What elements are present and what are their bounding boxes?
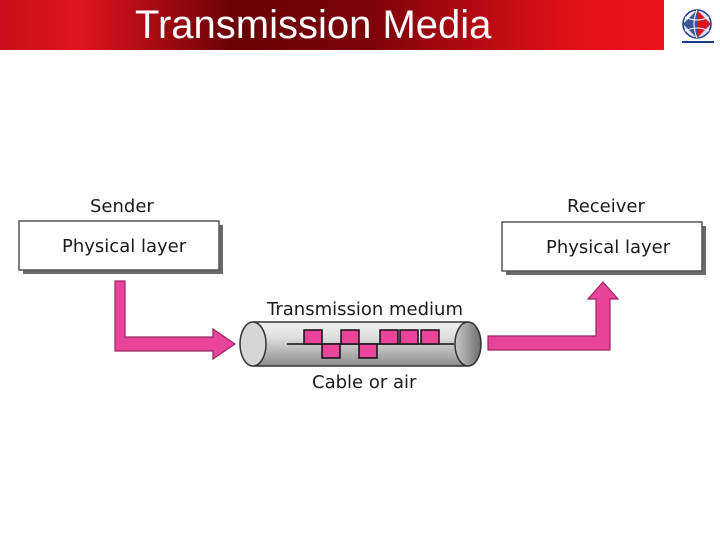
receiver-heading: Receiver [567,196,645,217]
page-title: Transmission Media [135,3,492,47]
sender-physical-layer-label: Physical layer [62,236,187,257]
transmission-medium-label: Transmission medium [266,299,463,320]
cable-or-air-label: Cable or air [312,372,417,393]
sender-heading: Sender [90,196,154,217]
sender-physical-layer-box: Physical layer [18,220,223,274]
medium-to-receiver-arrow [487,281,620,351]
sender-to-medium-arrow [114,280,237,361]
globe-logo-icon [682,9,714,43]
title-bar: Transmission Media [0,0,664,50]
receiver-physical-layer-box: Physical layer [501,221,706,275]
signal-waveform [287,329,454,359]
receiver-physical-layer-label: Physical layer [546,237,671,258]
